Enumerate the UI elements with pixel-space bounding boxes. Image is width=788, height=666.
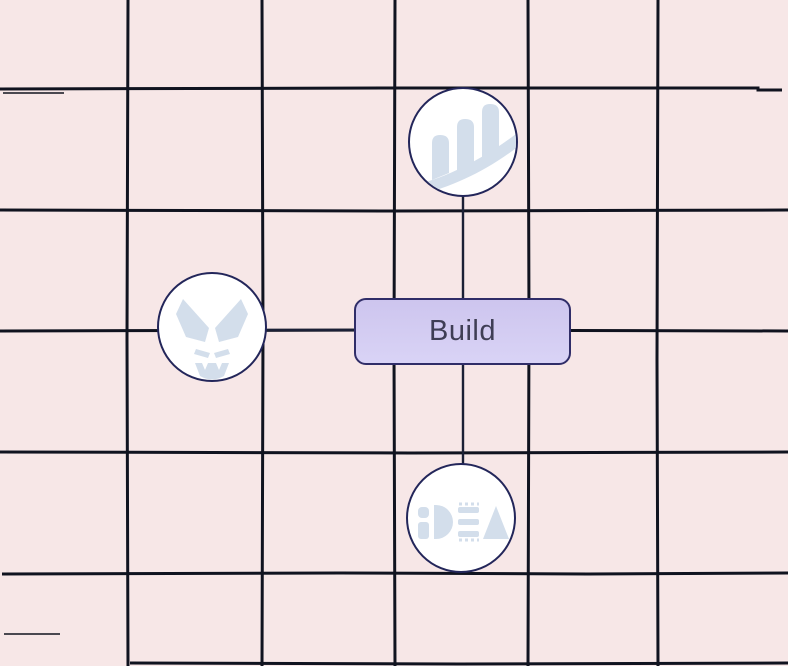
node-idea[interactable] <box>406 463 516 573</box>
build-button-label: Build <box>429 315 496 347</box>
node-analytics[interactable] <box>408 87 518 197</box>
cat-face-icon <box>175 298 248 379</box>
bar-chart-growth-icon <box>410 103 516 195</box>
build-button[interactable]: Build <box>354 298 571 365</box>
connector-lines <box>267 196 465 464</box>
node-cat[interactable] <box>157 272 267 382</box>
idea-logo-icon <box>417 502 509 541</box>
